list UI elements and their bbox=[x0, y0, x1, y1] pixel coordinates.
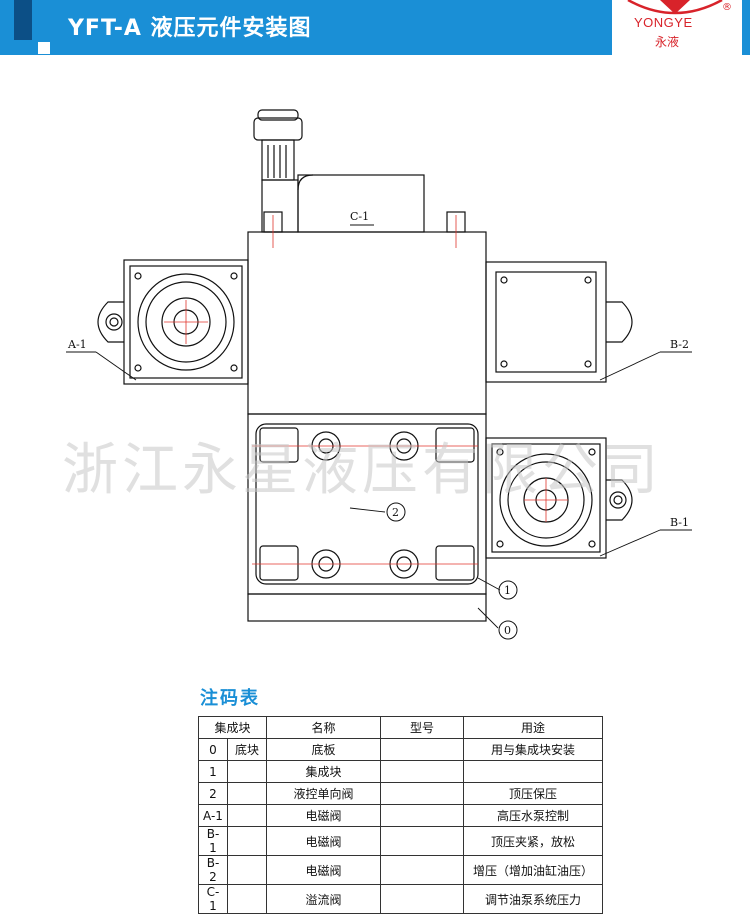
table-row: A-1 电磁阀 高压水泵控制 bbox=[198, 804, 603, 827]
c1-stem bbox=[261, 139, 295, 181]
c1-knob bbox=[253, 117, 303, 141]
cell-no: 2 bbox=[198, 782, 228, 805]
header-accent-dark bbox=[14, 0, 32, 40]
cell-model bbox=[380, 782, 464, 805]
cell-model bbox=[380, 804, 464, 827]
label-a1: A-1 bbox=[67, 338, 87, 351]
cell-sub bbox=[227, 760, 267, 783]
table-row: 2 液控单向阀 顶压保压 bbox=[198, 782, 603, 805]
cell-name: 电磁阀 bbox=[266, 826, 381, 856]
cell-no: B-1 bbox=[198, 826, 228, 856]
cell-model bbox=[380, 760, 464, 783]
a1-valve-body bbox=[123, 259, 249, 385]
cell-no: C-1 bbox=[198, 884, 228, 914]
cell-use: 调节油泵系统压力 bbox=[463, 884, 603, 914]
c1-base bbox=[261, 179, 299, 233]
label-0: 0 bbox=[504, 624, 511, 637]
label-c1: C-1 bbox=[350, 210, 369, 223]
cell-model bbox=[380, 884, 464, 914]
legend-title: 注码表 bbox=[200, 688, 260, 709]
label-1: 1 bbox=[504, 584, 511, 597]
cell-no: 0 bbox=[198, 738, 228, 761]
cell-name: 电磁阀 bbox=[266, 855, 381, 885]
installation-drawing: C-1 A-1 B-2 B-1 2 1 0 bbox=[66, 109, 692, 640]
check-valve-plate bbox=[255, 423, 479, 585]
cell-name: 底板 bbox=[266, 738, 381, 761]
table-row: B-1 电磁阀 顶压夹紧，放松 bbox=[198, 826, 603, 856]
cell-sub bbox=[227, 804, 267, 827]
cell-name: 电磁阀 bbox=[266, 804, 381, 827]
table-row: B-2 电磁阀 增压（增加油缸油压） bbox=[198, 855, 603, 885]
cell-model bbox=[380, 738, 464, 761]
logo-emblem-icon bbox=[627, 0, 723, 15]
col-header-block: 集成块 bbox=[198, 716, 267, 739]
cell-no: B-2 bbox=[198, 855, 228, 885]
cell-name: 溢流阀 bbox=[266, 884, 381, 914]
cell-no: 1 bbox=[198, 760, 228, 783]
cell-sub bbox=[227, 855, 267, 885]
cell-use: 高压水泵控制 bbox=[463, 804, 603, 827]
cell-sub bbox=[227, 826, 267, 856]
cell-use: 顶压保压 bbox=[463, 782, 603, 805]
b1-valve-body bbox=[485, 437, 607, 559]
table-row: 1 集成块 bbox=[198, 760, 603, 783]
base-plate bbox=[247, 593, 487, 622]
b2-valve-body bbox=[485, 261, 607, 383]
cell-name: 液控单向阀 bbox=[266, 782, 381, 805]
cell-sub bbox=[227, 884, 267, 914]
table-row: 0 底块 底板 用与集成块安装 bbox=[198, 738, 603, 761]
cell-no: A-1 bbox=[198, 804, 228, 827]
page-title: YFT-A 液压元件安装图 bbox=[68, 16, 312, 41]
cell-model bbox=[380, 826, 464, 856]
col-header-model: 型号 bbox=[380, 716, 464, 739]
cell-use bbox=[463, 760, 603, 783]
label-2: 2 bbox=[392, 506, 399, 519]
cell-name: 集成块 bbox=[266, 760, 381, 783]
cell-model bbox=[380, 855, 464, 885]
logo-wordmark: YONGYE bbox=[634, 15, 693, 30]
cell-sub bbox=[227, 782, 267, 805]
legend-table: 集成块 名称 型号 用途 0 底块 底板 用与集成块安装 1 集成块 2 液控单… bbox=[198, 716, 603, 914]
cell-use: 增压（增加油缸油压） bbox=[463, 855, 603, 885]
table-row: C-1 溢流阀 调节油泵系统压力 bbox=[198, 884, 603, 914]
cell-use: 顶压夹紧，放松 bbox=[463, 826, 603, 856]
col-header-use: 用途 bbox=[463, 716, 603, 739]
logo-chinese: 永液 bbox=[655, 35, 680, 49]
c1-valve-body bbox=[297, 174, 425, 233]
cell-sub: 底块 bbox=[227, 738, 267, 761]
cell-use: 用与集成块安装 bbox=[463, 738, 603, 761]
main-block-upper bbox=[247, 231, 487, 415]
registered-mark: ® bbox=[722, 2, 732, 13]
company-watermark: 浙江永星液压有限公司 bbox=[62, 438, 662, 503]
header-accent-light bbox=[38, 42, 50, 54]
label-b1: B-1 bbox=[670, 516, 689, 529]
col-header-name: 名称 bbox=[266, 716, 381, 739]
label-b2: B-2 bbox=[670, 338, 689, 351]
legend-header-row: 集成块 名称 型号 用途 bbox=[198, 716, 603, 739]
